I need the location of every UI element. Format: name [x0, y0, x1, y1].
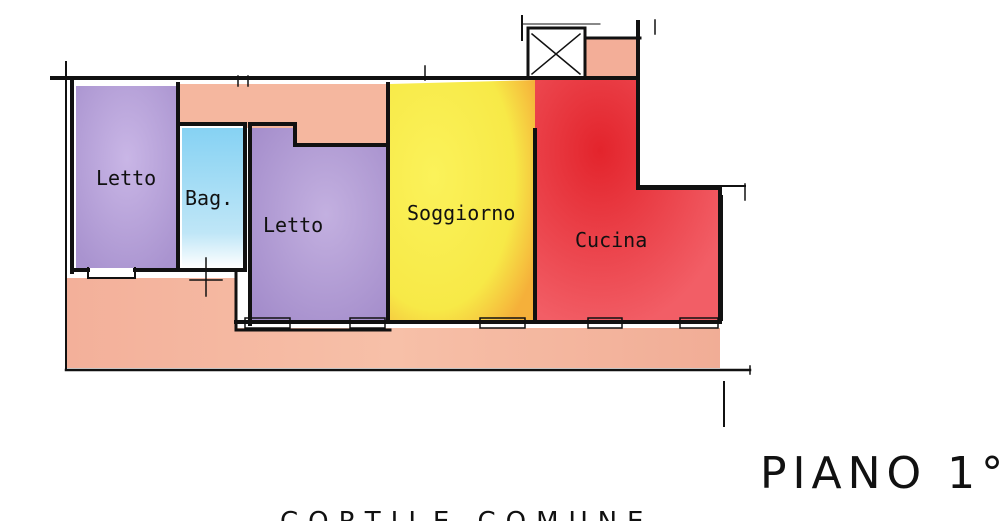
room-letto-center: [250, 128, 388, 320]
label-bagno: Bag.: [185, 186, 233, 210]
label-letto-center: Letto: [263, 213, 323, 237]
room-soggiorno: [390, 80, 535, 320]
floor-title: PIANO 1°: [760, 448, 1001, 499]
courtyard-label: CORTILE COMUNE: [280, 507, 653, 521]
stairwell: [585, 38, 640, 78]
room-bagno: [182, 128, 244, 268]
walls: [50, 15, 752, 427]
room-cucina: [535, 78, 720, 320]
label-letto-left: Letto: [96, 166, 156, 190]
terrace-area: [66, 278, 720, 368]
label-cucina: Cucina: [575, 228, 647, 252]
corridor-area: [178, 84, 390, 145]
room-letto-left: [76, 86, 178, 268]
label-soggiorno: Soggiorno: [407, 201, 515, 225]
